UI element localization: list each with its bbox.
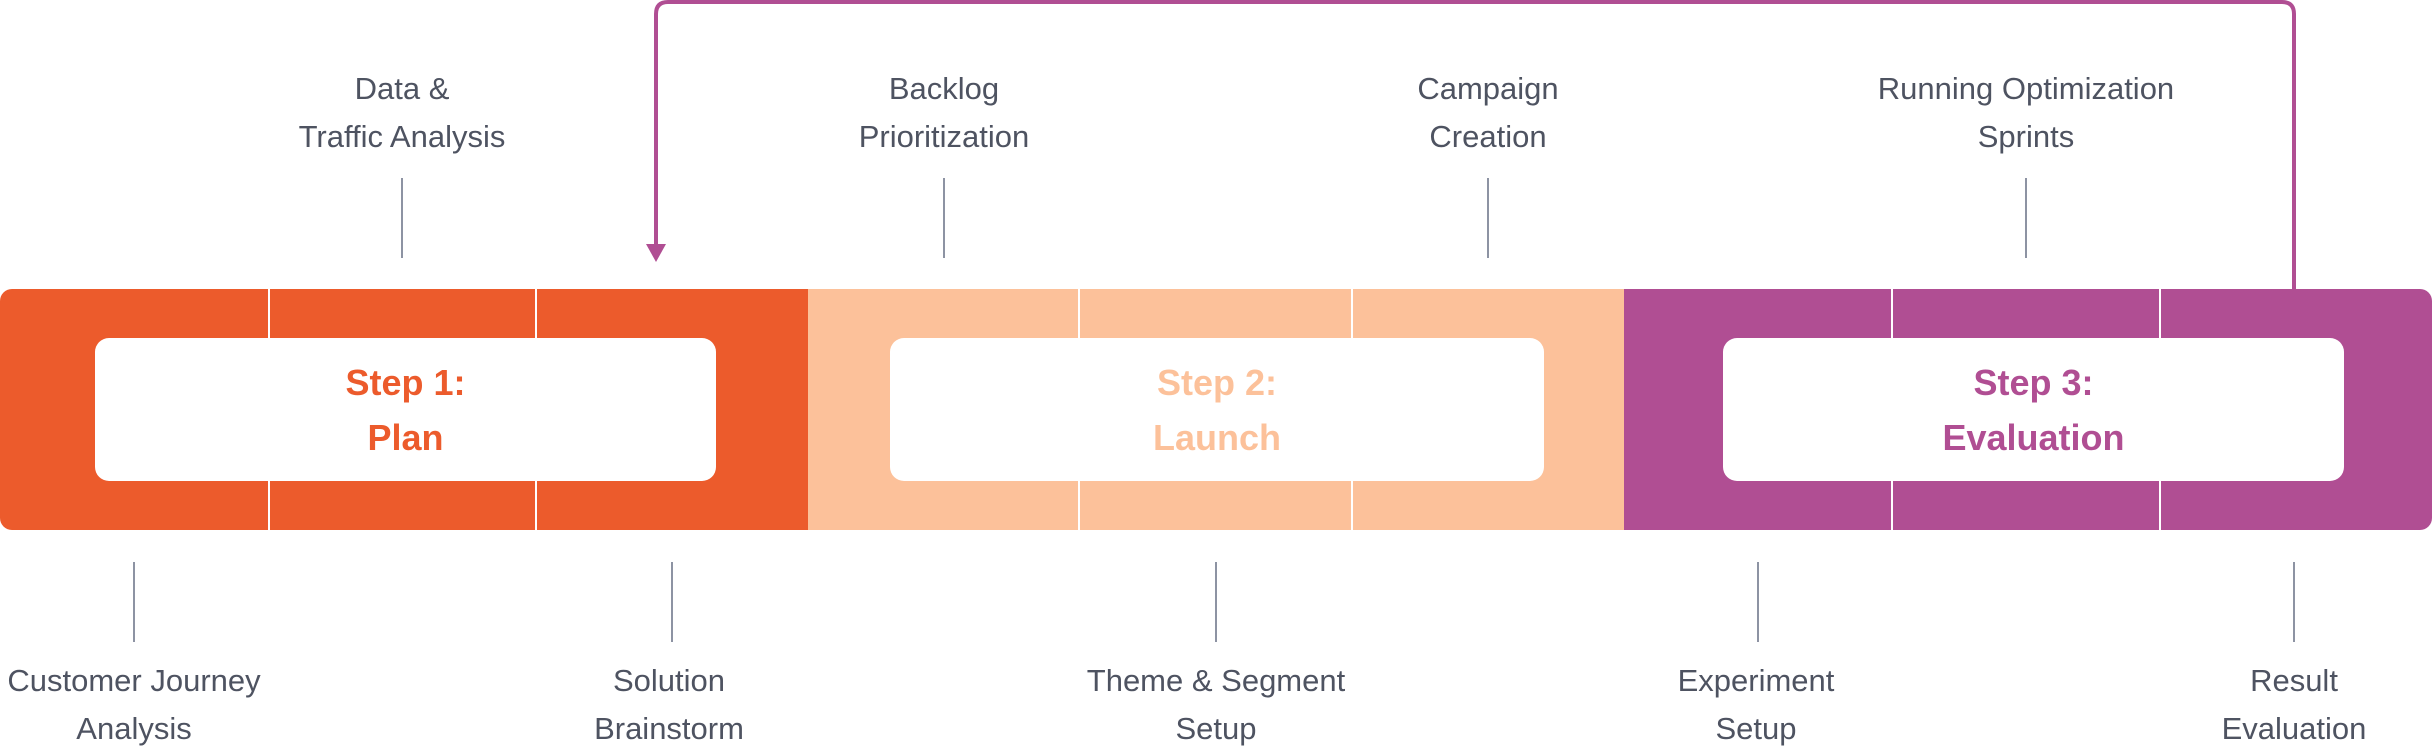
bottom-tick bbox=[1757, 562, 1759, 642]
step-3-title: Step 3: bbox=[1973, 361, 2094, 403]
bottom-tick bbox=[671, 562, 673, 642]
top-tick bbox=[401, 178, 403, 258]
step-3-card: Step 3: Evaluation bbox=[1723, 338, 2344, 481]
step-3-name: Evaluation bbox=[1942, 416, 2125, 458]
step-2-card: Step 2: Launch bbox=[890, 338, 1544, 481]
step-2-title: Step 2: bbox=[1156, 361, 1278, 403]
step-2-name: Launch bbox=[1152, 416, 1281, 458]
step-1-card: Step 1: Plan bbox=[95, 338, 716, 481]
top-tick bbox=[943, 178, 945, 258]
top-label-data-traffic: Data &Traffic Analysis bbox=[298, 71, 506, 154]
arrowhead-icon bbox=[646, 244, 666, 262]
top-tick bbox=[2025, 178, 2027, 258]
step-1-name: Plan bbox=[367, 416, 444, 458]
bottom-tick bbox=[1215, 562, 1217, 642]
bottom-tick bbox=[2293, 562, 2295, 642]
top-tick bbox=[1487, 178, 1489, 258]
bottom-tick bbox=[133, 562, 135, 642]
step-1-title: Step 1: bbox=[345, 361, 466, 403]
